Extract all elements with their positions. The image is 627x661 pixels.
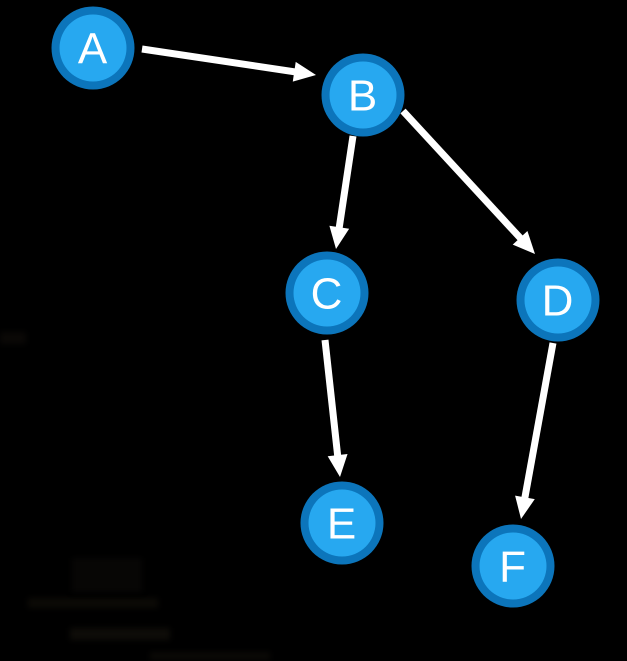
node-D: D <box>516 258 600 342</box>
node-label: B <box>348 72 378 121</box>
node-body <box>308 489 376 557</box>
node-C: C <box>285 251 369 335</box>
node-label: E <box>327 500 357 549</box>
edge-A-B <box>141 45 316 82</box>
node-body <box>293 259 361 327</box>
node-body <box>329 61 397 129</box>
edge-B-D <box>400 108 535 254</box>
edge-B-C <box>329 135 357 249</box>
node-B: B <box>321 53 405 137</box>
node-E: E <box>300 481 384 565</box>
node-A: A <box>51 6 135 90</box>
node-label: C <box>311 270 344 319</box>
node-label: A <box>78 25 108 74</box>
node-F: F <box>471 524 555 608</box>
node-label: D <box>542 277 575 326</box>
edge-D-F <box>515 342 557 519</box>
edge-C-E <box>321 339 348 477</box>
node-body <box>524 266 592 334</box>
node-body <box>479 532 547 600</box>
node-body <box>59 14 127 82</box>
node-label: F <box>499 543 527 592</box>
